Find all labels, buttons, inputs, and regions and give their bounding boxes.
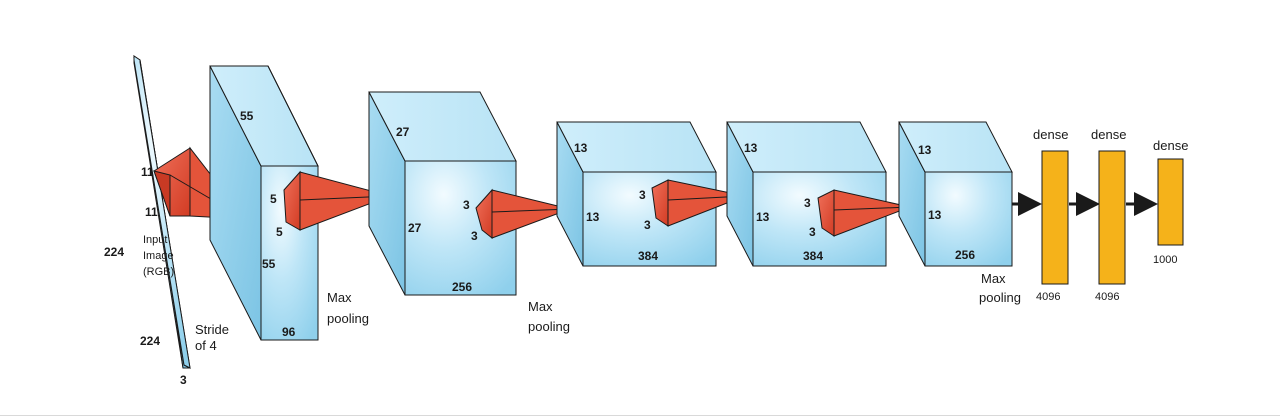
conv4-depth-label: 384 (803, 249, 823, 263)
conv1-size-top-label: 55 (240, 109, 254, 123)
conv1-kernel-a-label: 5 (270, 192, 277, 206)
stride-label-line1: Stride (195, 322, 229, 337)
conv3-kernel-pyramid (667, 179, 747, 227)
conv2-layer: 27 27 3 3 256 Max pooling (368, 91, 572, 334)
bottom-divider (0, 415, 1280, 416)
input-kernel-b-label: 11 (145, 205, 158, 219)
dense3-block (1157, 158, 1184, 246)
conv1-depth-label: 96 (282, 325, 296, 339)
conv3-depth-label: 384 (638, 249, 658, 263)
input-label-line3: (RGB) (143, 266, 174, 278)
conv4-kernel-b-label: 3 (809, 225, 816, 239)
conv5-size-top-label: 13 (918, 143, 932, 157)
conv3-kernel-a-label: 3 (639, 188, 646, 202)
conv1-pool-line2: pooling (327, 311, 369, 326)
dense3-units: 1000 (1153, 254, 1177, 266)
dense1-block (1041, 150, 1069, 285)
conv5-face-front (924, 171, 1013, 267)
conv2-size-side-label: 27 (408, 221, 422, 235)
conv1-layer: 55 5 5 55 96 Max pooling (209, 65, 392, 341)
conv3-kernel-b-label: 3 (644, 218, 651, 232)
input-label-line1: Input (143, 234, 167, 246)
conv4-kernel-pyramid (833, 189, 912, 237)
conv1-face-right (267, 65, 319, 167)
conv2-depth-label: 256 (452, 280, 472, 294)
conv2-kernel-pyramid (491, 189, 572, 239)
conv2-pool-line2: pooling (528, 319, 570, 334)
stride-label-line2: of 4 (195, 338, 217, 353)
conv5-pool-line1: Max (981, 271, 1006, 286)
conv4-kernel-ridge (833, 206, 911, 211)
dense2-units: 4096 (1095, 291, 1119, 303)
conv4-size-top-label: 13 (744, 141, 758, 155)
conv2-kernel-a-label: 3 (463, 198, 470, 212)
conv5-pool-line2: pooling (979, 290, 1021, 305)
dense2-title: dense (1091, 127, 1126, 142)
dense3-title: dense (1153, 138, 1188, 153)
conv1-kernel-b-label: 5 (276, 225, 283, 239)
conv3-size-top-label: 13 (574, 141, 588, 155)
conv2-kernel-b-label: 3 (471, 229, 478, 243)
dense1-title: dense (1033, 127, 1068, 142)
conv1-pool-line1: Max (327, 290, 352, 305)
conv5-size-side-label: 13 (928, 208, 942, 222)
input-size-a-label: 224 (104, 245, 124, 259)
conv2-size-top-label: 27 (396, 125, 410, 139)
dense1-units: 4096 (1036, 291, 1060, 303)
conv1-kernel-pyramid (299, 171, 392, 231)
conv3-size-side-label: 13 (586, 210, 600, 224)
conv4-size-side-label: 13 (756, 210, 770, 224)
input-kernel-face (153, 170, 171, 217)
input-depth-label: 3 (180, 373, 187, 387)
conv4-kernel-a-label: 3 (804, 196, 811, 210)
conv4-layer: 13 13 3 3 384 (726, 121, 912, 267)
conv1-size-side-label: 55 (262, 257, 276, 271)
conv3-layer: 13 13 3 3 384 (556, 121, 747, 267)
input-slab-body (133, 55, 191, 369)
input-label-line2: Image (143, 250, 174, 262)
input-size-b-label: 224 (140, 334, 160, 348)
conv5-layer: 13 13 256 Max pooling (898, 121, 1021, 305)
conv2-pool-line1: Max (528, 299, 553, 314)
conv5-depth-label: 256 (955, 248, 975, 262)
input-kernel-a-label: 11 (141, 165, 154, 179)
dense-layers: dense dense dense 4096 4096 1000 (1012, 127, 1188, 303)
dense2-block (1098, 150, 1126, 285)
